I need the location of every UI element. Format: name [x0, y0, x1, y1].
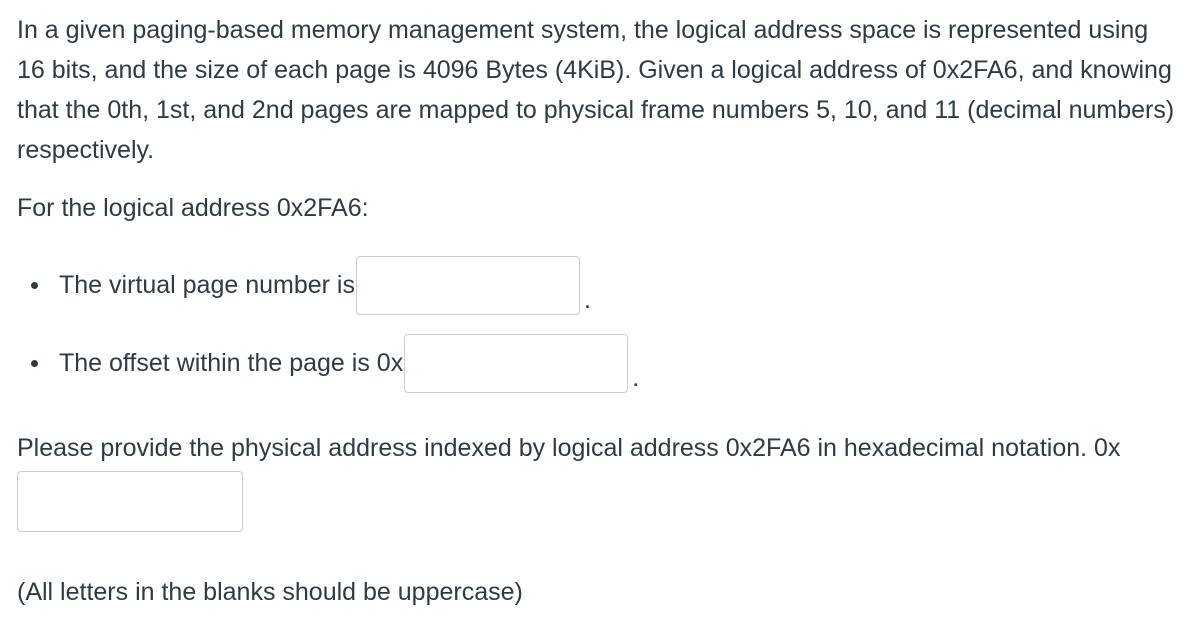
question-body: In a given paging-based memory managemen… [17, 10, 1182, 612]
physical-address-prompt: Please provide the physical address inde… [17, 434, 1121, 462]
physical-address-input[interactable] [17, 471, 243, 532]
bullet-dot-icon [31, 282, 38, 289]
page-offset-label: The offset within the page is 0x [59, 348, 404, 377]
list-item: The offset within the page is 0x . [17, 332, 1182, 394]
question-intro: In a given paging-based memory managemen… [17, 16, 1175, 164]
period-mark: . [632, 364, 640, 392]
list-item: The virtual page number is . [17, 254, 1182, 316]
question-lead: For the logical address 0x2FA6: [17, 194, 369, 222]
blank-list: The virtual page number is . The offset … [17, 254, 1182, 394]
page-offset-input[interactable] [404, 333, 629, 393]
virtual-page-number-label: The virtual page number is [59, 270, 355, 299]
period-mark: . [583, 286, 591, 314]
bullet-dot-icon [31, 360, 38, 367]
virtual-page-number-input[interactable] [355, 255, 580, 315]
uppercase-note: (All letters in the blanks should be upp… [17, 578, 523, 606]
